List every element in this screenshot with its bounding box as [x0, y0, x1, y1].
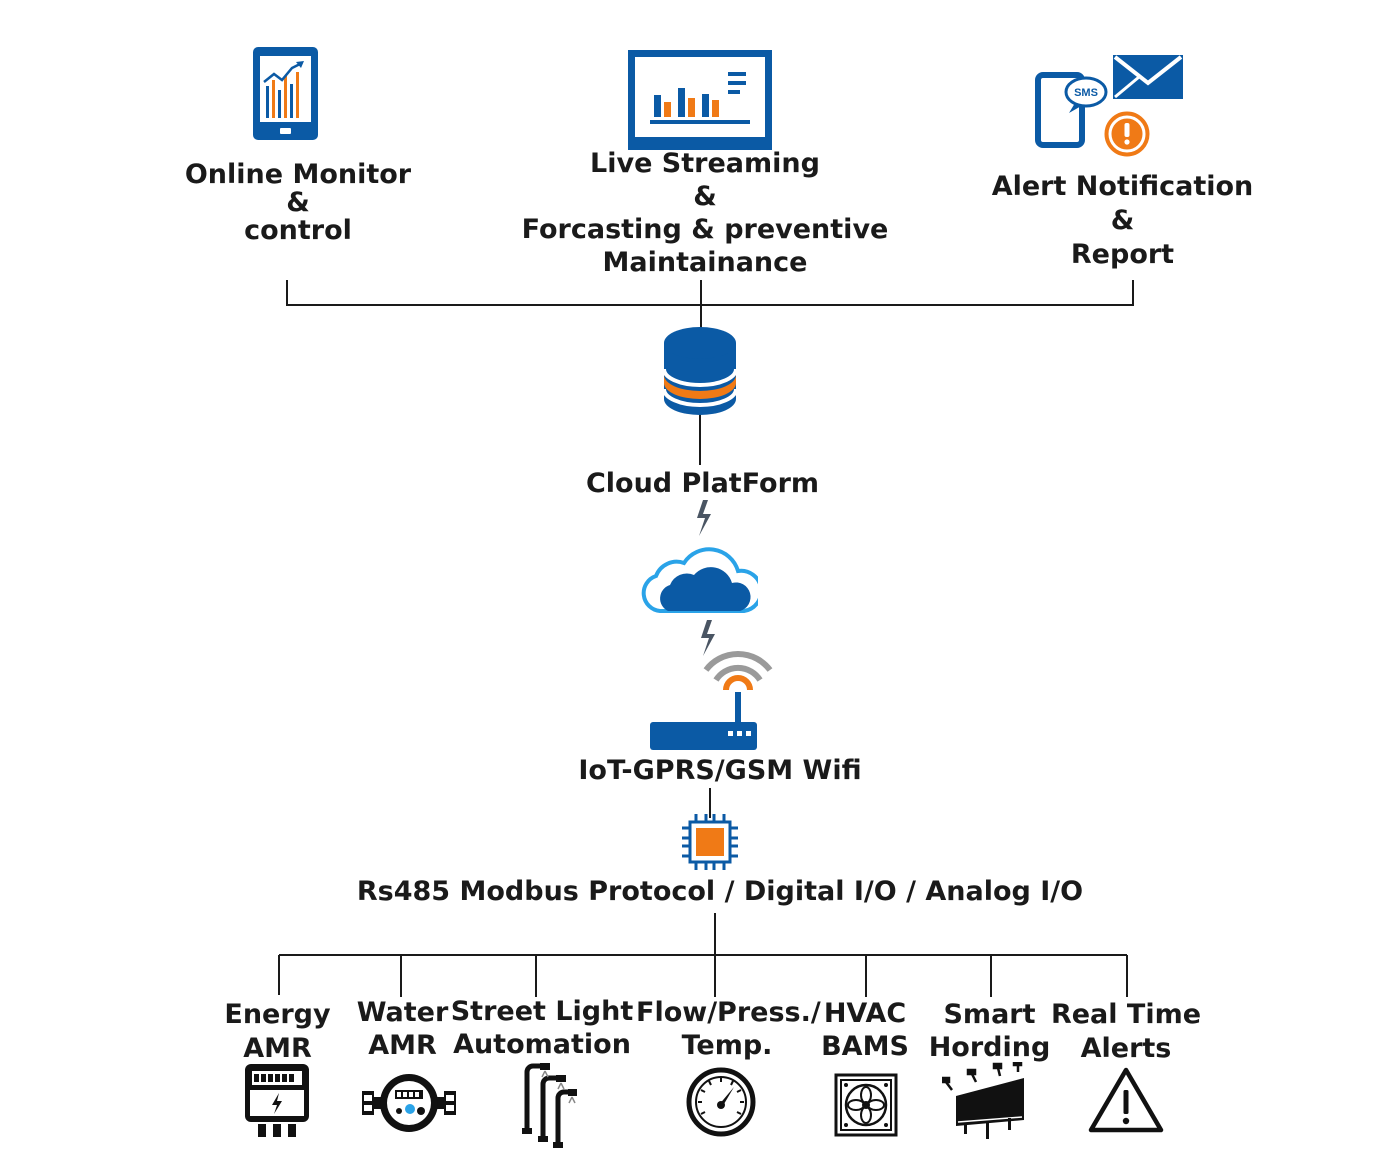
top-bus-line — [286, 280, 1134, 306]
link-bolt-icon — [697, 500, 711, 536]
street-light-icon — [518, 1062, 578, 1148]
hvac-fan-icon — [834, 1073, 898, 1137]
billboard-icon — [942, 1062, 1028, 1140]
flow-press-label: Flow/Press./ Temp. — [636, 997, 821, 1061]
svg-text:SMS: SMS — [1074, 87, 1098, 99]
warning-icon — [1088, 1066, 1164, 1134]
database-icon — [662, 325, 738, 417]
real-time-alerts-label: Real Time Alerts — [1050, 999, 1202, 1064]
monitor-dashboard-icon — [628, 50, 772, 150]
tablet-chart-icon — [252, 46, 319, 141]
gateway-label: IoT-GPRS/GSM Wifi — [578, 755, 862, 786]
live-streaming-label: Live Streaming & Forcasting & preventive… — [521, 148, 889, 278]
energy-meter-icon — [243, 1062, 311, 1138]
online-monitor-label: Online Monitor & control — [184, 159, 412, 246]
cloud-icon — [640, 541, 758, 615]
water-amr-label: Water AMR — [356, 997, 449, 1061]
protocol-label: Rs485 Modbus Protocol / Digital I/O / An… — [356, 876, 1084, 907]
hvac-label: HVAC BAMS — [821, 998, 909, 1062]
smart-hording-label: Smart Hording — [928, 999, 1051, 1063]
chip-icon — [680, 812, 740, 872]
wifi-router-icon — [648, 650, 773, 752]
pressure-gauge-icon — [686, 1067, 756, 1137]
sms-email-alert-icon: SMS — [1035, 53, 1185, 163]
energy-amr-label: Energy AMR — [224, 999, 331, 1064]
alert-notification-label: Alert Notification & Report — [991, 171, 1254, 270]
water-meter-icon — [361, 1073, 457, 1133]
street-light-label: Street Light Automation — [450, 996, 634, 1060]
link-bolt-icon — [701, 620, 715, 656]
cloud-platform-label: Cloud PlatForm — [585, 468, 820, 499]
